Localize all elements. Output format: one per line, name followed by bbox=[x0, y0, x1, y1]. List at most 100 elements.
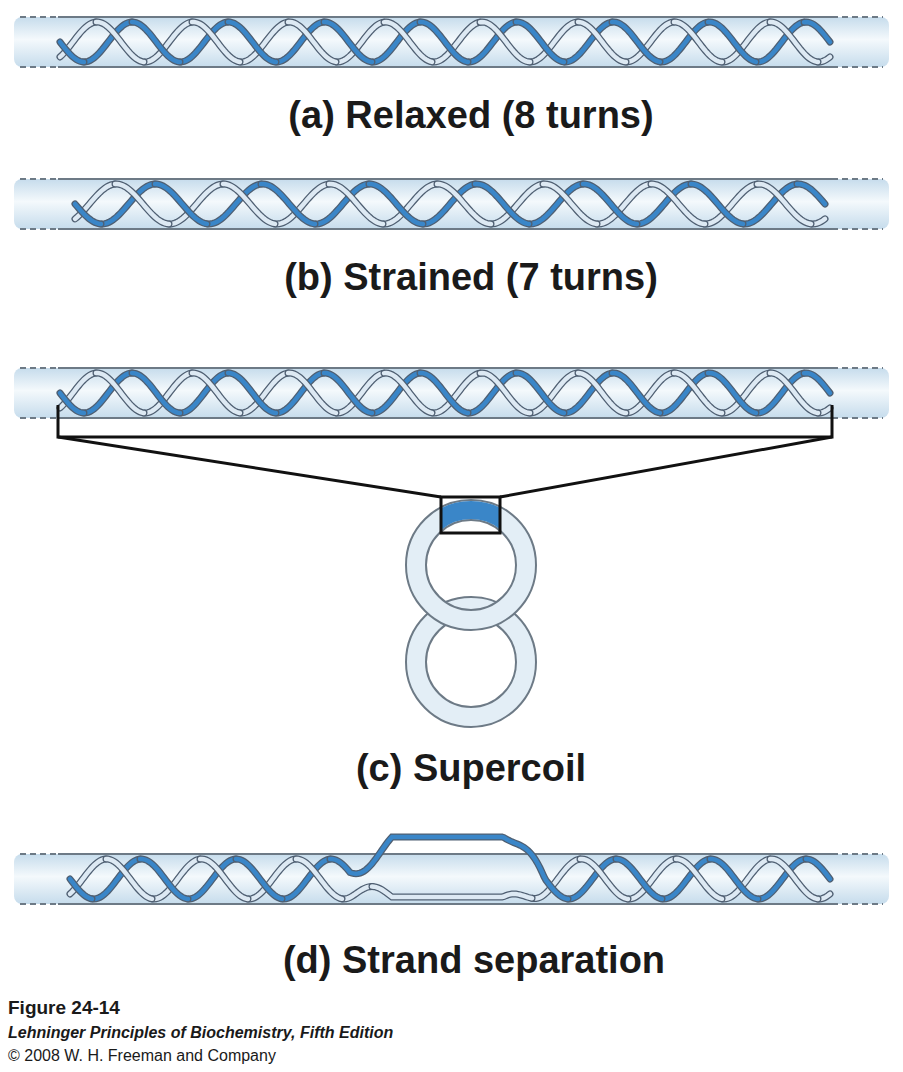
strand-outline bbox=[192, 373, 240, 413]
strand-outline bbox=[288, 373, 336, 413]
dna-helix bbox=[70, 837, 830, 899]
loop-fill bbox=[416, 510, 526, 620]
strand-outline bbox=[480, 22, 530, 62]
tube-edge-dashed bbox=[832, 853, 883, 855]
dna-strand bbox=[651, 184, 705, 224]
dna-strand bbox=[757, 184, 811, 224]
tube-edge-dashed bbox=[832, 367, 883, 369]
tube-edge bbox=[58, 853, 832, 855]
dna-helix bbox=[75, 184, 825, 224]
strand-outline bbox=[60, 42, 84, 62]
tube-edge-dashed bbox=[832, 16, 883, 18]
strand-outline bbox=[651, 184, 705, 224]
strand-outline bbox=[806, 859, 830, 879]
strand-outline bbox=[770, 859, 818, 899]
strand-outline bbox=[132, 22, 180, 62]
strand-outline bbox=[228, 373, 276, 413]
tube bbox=[14, 854, 889, 904]
tube-edge bbox=[58, 903, 832, 905]
tube-edge-dashed bbox=[832, 178, 883, 180]
tube-edge-dashed bbox=[20, 16, 58, 18]
dna-strand bbox=[372, 887, 532, 899]
strand-outline bbox=[580, 859, 628, 899]
dna-strand bbox=[437, 184, 491, 224]
dna-strand bbox=[676, 859, 722, 899]
dna-strand bbox=[192, 22, 240, 62]
dna-strand bbox=[770, 22, 818, 62]
strand-outline bbox=[342, 887, 372, 899]
tube-edge-dashed bbox=[832, 66, 883, 68]
strand-outline bbox=[106, 859, 152, 899]
dna-strand bbox=[70, 879, 92, 899]
tube-edge-dashed bbox=[20, 417, 58, 419]
tube-edge-dashed bbox=[832, 417, 883, 419]
tube-body bbox=[14, 17, 889, 67]
dna-strand bbox=[296, 859, 342, 899]
strand-outline bbox=[691, 184, 743, 224]
strand-outline bbox=[437, 184, 491, 224]
strand-outline bbox=[372, 887, 532, 899]
dna-strand bbox=[132, 22, 180, 62]
dna-strand bbox=[106, 859, 152, 899]
strand-outline bbox=[757, 184, 811, 224]
tube-edge bbox=[58, 178, 832, 180]
dna-strand bbox=[420, 373, 468, 413]
highlighted-segment bbox=[441, 510, 500, 533]
dna-strand bbox=[770, 859, 818, 899]
tube-edge-dashed bbox=[20, 367, 58, 369]
strand-outline bbox=[60, 393, 84, 413]
bracket-line bbox=[500, 437, 832, 497]
strand-outline bbox=[384, 373, 432, 413]
bracket-line bbox=[58, 437, 441, 497]
strand-outline bbox=[223, 184, 275, 224]
strand-outline bbox=[192, 22, 240, 62]
tube-edge bbox=[58, 228, 832, 230]
dna-strand bbox=[674, 373, 722, 413]
tube-edge bbox=[58, 417, 832, 419]
strand-outline bbox=[369, 184, 423, 224]
strand-outline bbox=[330, 837, 568, 899]
dna-strand bbox=[200, 859, 248, 899]
strand-outline bbox=[674, 22, 722, 62]
tube bbox=[14, 179, 889, 229]
helix-group bbox=[60, 22, 830, 899]
strand-outline bbox=[329, 184, 383, 224]
dna-strand bbox=[616, 859, 662, 899]
tube-edge-dashed bbox=[20, 178, 58, 180]
strand-outline bbox=[324, 373, 372, 413]
tube-body bbox=[14, 179, 889, 229]
tube-edge bbox=[58, 66, 832, 68]
dna-strand bbox=[797, 184, 825, 204]
strand-outline bbox=[583, 184, 637, 224]
tube-edge-dashed bbox=[20, 853, 58, 855]
dna-strand bbox=[384, 373, 432, 413]
strand-outline bbox=[804, 22, 830, 42]
strand-outline bbox=[296, 859, 342, 899]
dna-strand bbox=[288, 373, 336, 413]
figure-credit: Lehninger Principles of Biochemistry, Fi… bbox=[8, 1025, 393, 1042]
strand-outline bbox=[132, 373, 180, 413]
dna-strand bbox=[132, 373, 180, 413]
dna-strand bbox=[369, 184, 423, 224]
dna-strand bbox=[228, 22, 276, 62]
strand-outline bbox=[228, 22, 276, 62]
strand-outline bbox=[115, 184, 169, 224]
strand-outline bbox=[236, 859, 282, 899]
dna-strand bbox=[480, 22, 530, 62]
dna-strand bbox=[578, 22, 626, 62]
strand-outline bbox=[616, 859, 662, 899]
supercoil-figure bbox=[416, 497, 526, 717]
tube-edge-dashed bbox=[832, 228, 883, 230]
strand-outline bbox=[578, 22, 626, 62]
dna-strand bbox=[288, 22, 336, 62]
strand-outline bbox=[543, 184, 597, 224]
dna-strand bbox=[580, 859, 628, 899]
loop-outline bbox=[416, 510, 526, 620]
strand-outline bbox=[384, 22, 432, 62]
strand-outline bbox=[676, 859, 722, 899]
dna-strand bbox=[806, 859, 830, 879]
dna-strand bbox=[223, 184, 275, 224]
dna-strand bbox=[324, 373, 372, 413]
